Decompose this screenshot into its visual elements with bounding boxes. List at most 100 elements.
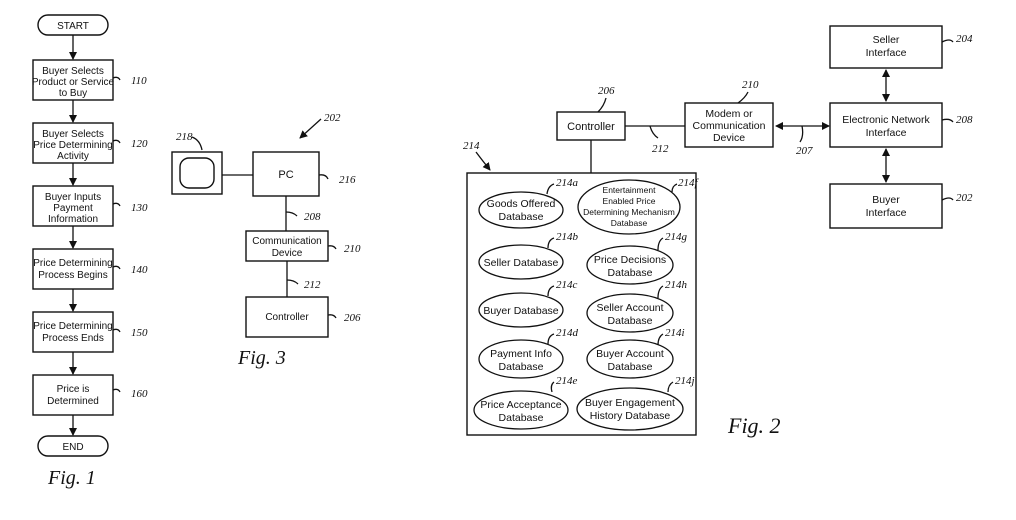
- modem-line: Device: [713, 132, 745, 144]
- step-line: Buyer Inputs: [45, 192, 101, 203]
- leader-line: [550, 381, 555, 393]
- leader-line: [286, 279, 299, 285]
- step-box: [32, 374, 114, 416]
- database-214e: Price Acceptance Database 214e: [473, 375, 578, 430]
- ref-label: 110: [131, 75, 147, 87]
- ref-label: 214a: [556, 177, 579, 189]
- ref-label: 214h: [665, 279, 688, 291]
- ref-label: 160: [131, 388, 148, 400]
- leader-line: [941, 197, 954, 201]
- buyer-interface-line: Interface: [866, 207, 907, 219]
- database-line: Entertainment: [603, 185, 657, 195]
- step-box: [32, 311, 114, 353]
- ref-label: 210: [742, 79, 759, 91]
- ref-label: 214d: [556, 327, 579, 339]
- buyer-interface-box: [829, 183, 943, 229]
- ref-label: 212: [304, 279, 321, 291]
- ref-label: 214f: [678, 177, 700, 189]
- database-214i: Buyer Account Database 214i: [586, 327, 685, 379]
- ref-label: 208: [956, 114, 973, 126]
- leader-line: [112, 76, 121, 81]
- modem-line: Modem or: [705, 108, 753, 120]
- step-line: Buyer Selects: [42, 129, 104, 140]
- ref-label: 214b: [556, 231, 579, 243]
- database-line: Goods Offered: [487, 198, 556, 210]
- comm-line: Communication: [252, 236, 321, 247]
- leader-line: [112, 388, 121, 393]
- database-214d: Payment Info Database 214d: [478, 327, 579, 379]
- fig1-step-150: Price Determining Process Ends 150: [32, 311, 148, 353]
- leader-line: [941, 39, 954, 43]
- pc-label: PC: [278, 169, 293, 181]
- step-line: Product or Service: [32, 77, 115, 88]
- modem-box: [684, 102, 774, 148]
- database-ellipse: [586, 293, 674, 333]
- database-ellipse: [478, 191, 564, 229]
- leader-line: [318, 174, 329, 180]
- database-line: Seller Database: [484, 257, 559, 269]
- controller-label: Controller: [567, 121, 615, 133]
- step-box: [32, 59, 114, 101]
- database-ellipse: [577, 179, 681, 235]
- monitor-screen: [179, 157, 215, 189]
- leader-line: [667, 381, 674, 393]
- database-ellipse: [478, 244, 564, 280]
- system-arrow: [299, 118, 322, 139]
- network-line: Electronic Network: [842, 114, 930, 126]
- database-ellipse: [473, 390, 569, 430]
- step-line: Payment: [53, 203, 93, 214]
- ref-label: 206: [598, 85, 615, 97]
- controller-box: [245, 296, 329, 338]
- database-214h: Seller Account Database 214h: [586, 279, 688, 333]
- database-line: Database: [611, 218, 648, 228]
- database-line: Enabled Price: [603, 196, 656, 206]
- ref-label: 207: [796, 145, 813, 157]
- leader-line: [649, 125, 659, 139]
- network-line: Interface: [866, 127, 907, 139]
- database-ellipse: [586, 339, 674, 379]
- leader-line: [112, 328, 121, 333]
- comm-line: Device: [272, 248, 303, 259]
- database-ellipse: [478, 292, 564, 328]
- end-terminal: [37, 435, 109, 457]
- fig1-step-160: Price is Determined 160: [32, 374, 148, 416]
- database-214c: Buyer Database 214c: [478, 279, 578, 328]
- database-ellipse: [576, 387, 684, 431]
- leader-line: [112, 139, 121, 144]
- step-box: [32, 122, 114, 164]
- ref-label: 214: [463, 140, 480, 152]
- ref-label: 140: [131, 264, 148, 276]
- buyer-interface-line: Buyer: [872, 194, 900, 206]
- ref-label: 212: [652, 143, 669, 155]
- step-line: Price Determining: [33, 321, 112, 332]
- leader-line: [671, 183, 678, 193]
- database-line: Seller Account: [596, 302, 663, 314]
- database-line: Price Decisions: [594, 254, 666, 266]
- leader-line: [112, 265, 121, 270]
- step-line: Buyer Selects: [42, 66, 104, 77]
- fig1-step-140: Price Determining Process Begins 140: [32, 248, 148, 290]
- step-line: Price Determining: [33, 140, 112, 151]
- step-line: Process Ends: [42, 333, 104, 344]
- leader-line: [657, 285, 664, 299]
- database-line: Database: [608, 361, 653, 373]
- step-line: Activity: [57, 151, 89, 162]
- database-line: Price Acceptance: [480, 399, 561, 411]
- database-ellipse: [478, 339, 564, 379]
- seller-interface-line: Interface: [866, 47, 907, 59]
- modem-line: Communication: [693, 120, 766, 132]
- fig3-diagram: 202 218 PC 216 208 Communication Device …: [171, 112, 361, 369]
- step-line: Price Determining: [33, 258, 112, 269]
- leader-line: [547, 333, 555, 345]
- database-ellipse: [586, 245, 674, 285]
- seller-interface-box: [829, 25, 943, 69]
- group-arrow: [475, 151, 491, 171]
- step-box: [32, 248, 114, 290]
- ref-label: 214e: [556, 375, 578, 387]
- monitor-icon: [171, 151, 223, 195]
- fig1-flowchart: START Buyer Selects Product or Service t…: [32, 14, 148, 489]
- leader-line: [657, 333, 664, 346]
- database-line: Database: [499, 211, 544, 223]
- end-label: END: [62, 442, 83, 453]
